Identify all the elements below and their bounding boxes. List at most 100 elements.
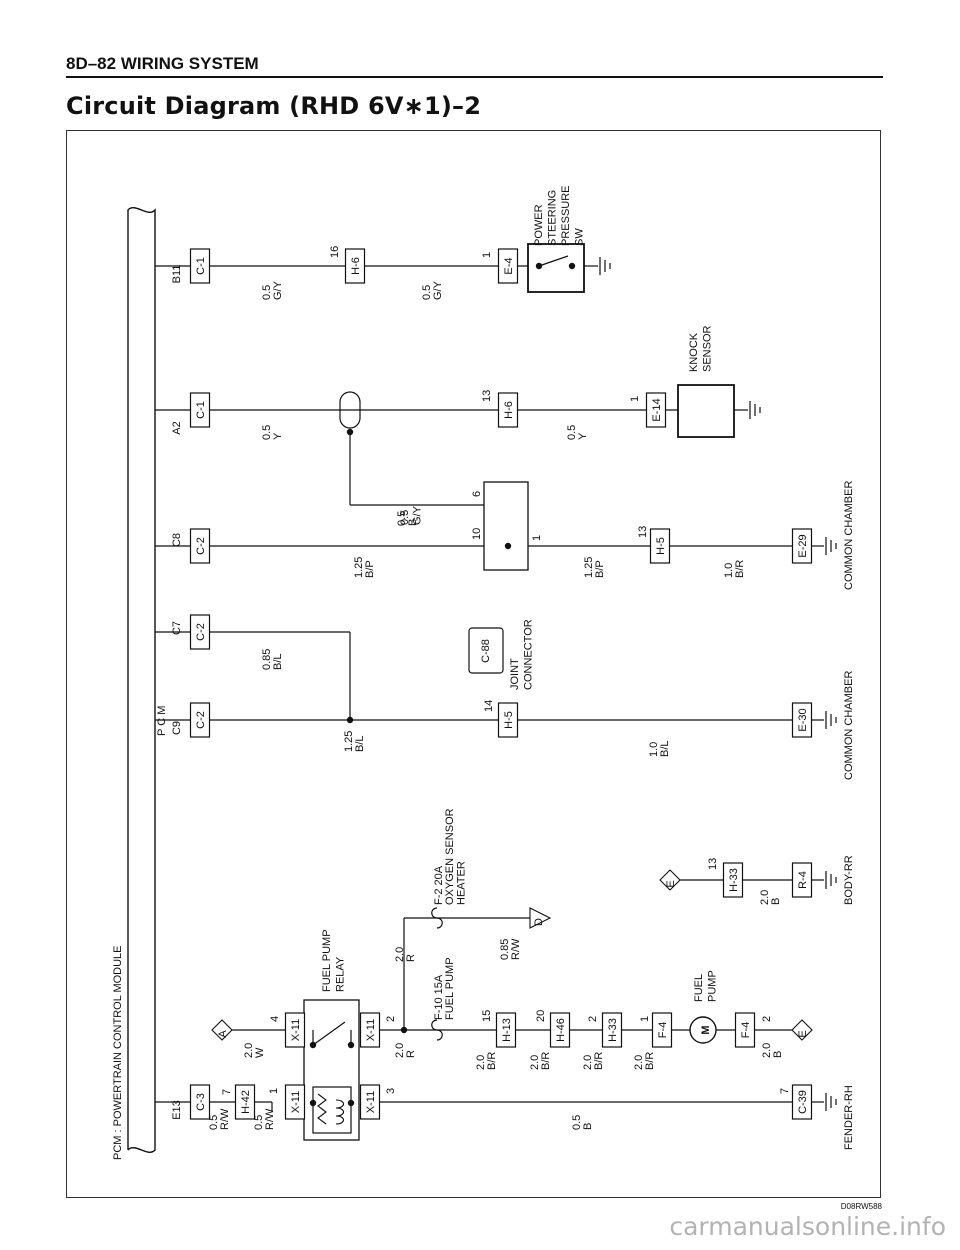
ground-symbol: [825, 1093, 837, 1111]
connector-label: C-88: [480, 639, 492, 663]
wire-spec: 0.5R/W: [208, 1108, 231, 1130]
connector-box: [284, 1012, 306, 1048]
fuse-label: F-10 15AFUEL PUMP: [433, 957, 456, 1020]
pin-number: 16: [329, 246, 341, 258]
connector-box: [791, 862, 813, 898]
joint-connector-tag: [468, 627, 504, 674]
splice-dot: [400, 1026, 408, 1034]
pin-number: 13: [707, 858, 719, 870]
connector-box: [497, 702, 519, 738]
knock-sensor-box: [677, 384, 735, 438]
connector-label: H-13: [501, 1018, 513, 1042]
ps-label: POWERSTEERINGPRESSURESW: [533, 185, 585, 246]
connector-label: C-2: [195, 711, 207, 729]
wire-spec: 0.5B: [396, 511, 419, 526]
pin-number: 2: [761, 1016, 773, 1022]
wire-spec: 0.85R/W: [499, 938, 522, 960]
splice-dot: [568, 262, 576, 270]
connector-label: C-3: [195, 1093, 207, 1111]
shield-symbol: [339, 391, 361, 429]
connector-box: [497, 248, 519, 284]
connector-box: [359, 1084, 381, 1120]
wire-spec: 2.0B/R: [582, 1052, 605, 1070]
connector-box: [344, 248, 366, 284]
connector-box: [284, 1084, 306, 1120]
wire-spec: 1.0B/L: [648, 740, 671, 757]
splice-dot: [347, 1041, 355, 1049]
ref-d-marker: [529, 907, 552, 929]
connector-label: H-6: [350, 257, 362, 275]
connector-label: H-33: [607, 1018, 619, 1042]
connector-label: C-2: [195, 623, 207, 641]
wire-spec: 2.0B/R: [633, 1052, 656, 1070]
wire-spec: 0.5B: [571, 1115, 594, 1130]
connector-label: H-46: [555, 1018, 567, 1042]
connector-box: [359, 1012, 381, 1048]
connector-box: [189, 614, 211, 650]
connector-label: H-33: [728, 868, 740, 892]
pcm-abbr-label: P C M: [156, 706, 168, 736]
pin-label: C9: [171, 721, 183, 735]
pin-label: C8: [171, 533, 183, 547]
connector-box: [189, 248, 211, 284]
wire-spec: 2.0W: [243, 1043, 266, 1058]
wire-spec: 0.5G/Y: [421, 280, 444, 300]
connector-label: C-2: [195, 537, 207, 555]
connector-label: H-5: [503, 711, 515, 729]
pin-number: 1: [629, 396, 641, 402]
pin-number: 2: [587, 1016, 599, 1022]
pin-number: 10: [471, 528, 483, 540]
connector-box: [791, 1084, 813, 1120]
fuel-pump-motor: [689, 1016, 717, 1044]
pin-number: 6: [471, 491, 483, 497]
pin-number: 1: [531, 535, 543, 541]
wire-spec: 1.25B/L: [343, 731, 366, 752]
wire-spec: 2.0R: [394, 1043, 417, 1058]
splice-dot: [504, 542, 512, 550]
fuse-label: F-2 20AOXYGEN SENSORHEATER: [433, 808, 467, 905]
pin-number: 1: [268, 1088, 280, 1094]
pin-number: 7: [779, 1088, 791, 1094]
ground-symbol: [825, 871, 837, 889]
wire-spec: 1.25B/P: [353, 557, 376, 578]
connector-box: [189, 702, 211, 738]
coil-zigzag: [317, 1093, 327, 1125]
pin-label: A2: [171, 421, 183, 434]
connector-label: E-14: [651, 398, 663, 421]
pin-number: 1: [481, 252, 493, 258]
coil-winding: [335, 1099, 345, 1125]
ref-letter: E: [797, 1030, 809, 1037]
connector-box: [495, 1012, 517, 1048]
connector-box: [234, 1084, 256, 1120]
splice-dot: [535, 262, 543, 270]
wire-spec: 2.0B/R: [475, 1052, 498, 1070]
connector-label: H-42: [240, 1090, 252, 1114]
pin-label: C7: [171, 621, 183, 635]
connector-label: E-29: [797, 534, 809, 557]
connector-box: [791, 528, 813, 564]
pump-label: FUELPUMP: [693, 970, 718, 1002]
pin-number: 14: [483, 700, 495, 712]
joint-label: JOINTCONNECTOR: [509, 619, 534, 690]
wire-spec: 2.0R: [394, 947, 417, 962]
connector-box: [791, 702, 813, 738]
ref-e-marker: [791, 1019, 813, 1041]
joint-connector-box: [483, 481, 529, 571]
wire-spec: 2.0B: [761, 1043, 784, 1058]
connector-box: [734, 1012, 756, 1048]
wire-spec: 0.5Y: [566, 425, 589, 440]
ground-symbol: [825, 711, 837, 729]
ground-label: FENDER-RH: [843, 1085, 855, 1150]
ref-a-marker: [211, 1019, 233, 1041]
connector-label: X-11: [290, 1019, 302, 1041]
section-header: 8D–82 WIRING SYSTEM: [66, 54, 259, 73]
ground-symbol: [599, 257, 611, 275]
ref-letter: A: [217, 1030, 229, 1038]
ref-e-marker: [659, 869, 681, 891]
figure-reference: D08RW588: [840, 1202, 882, 1211]
connector-box: [645, 392, 667, 428]
connector-label: R-4: [797, 871, 809, 889]
connector-box: [497, 392, 519, 428]
ground-label: COMMON CHAMBER: [843, 671, 855, 780]
